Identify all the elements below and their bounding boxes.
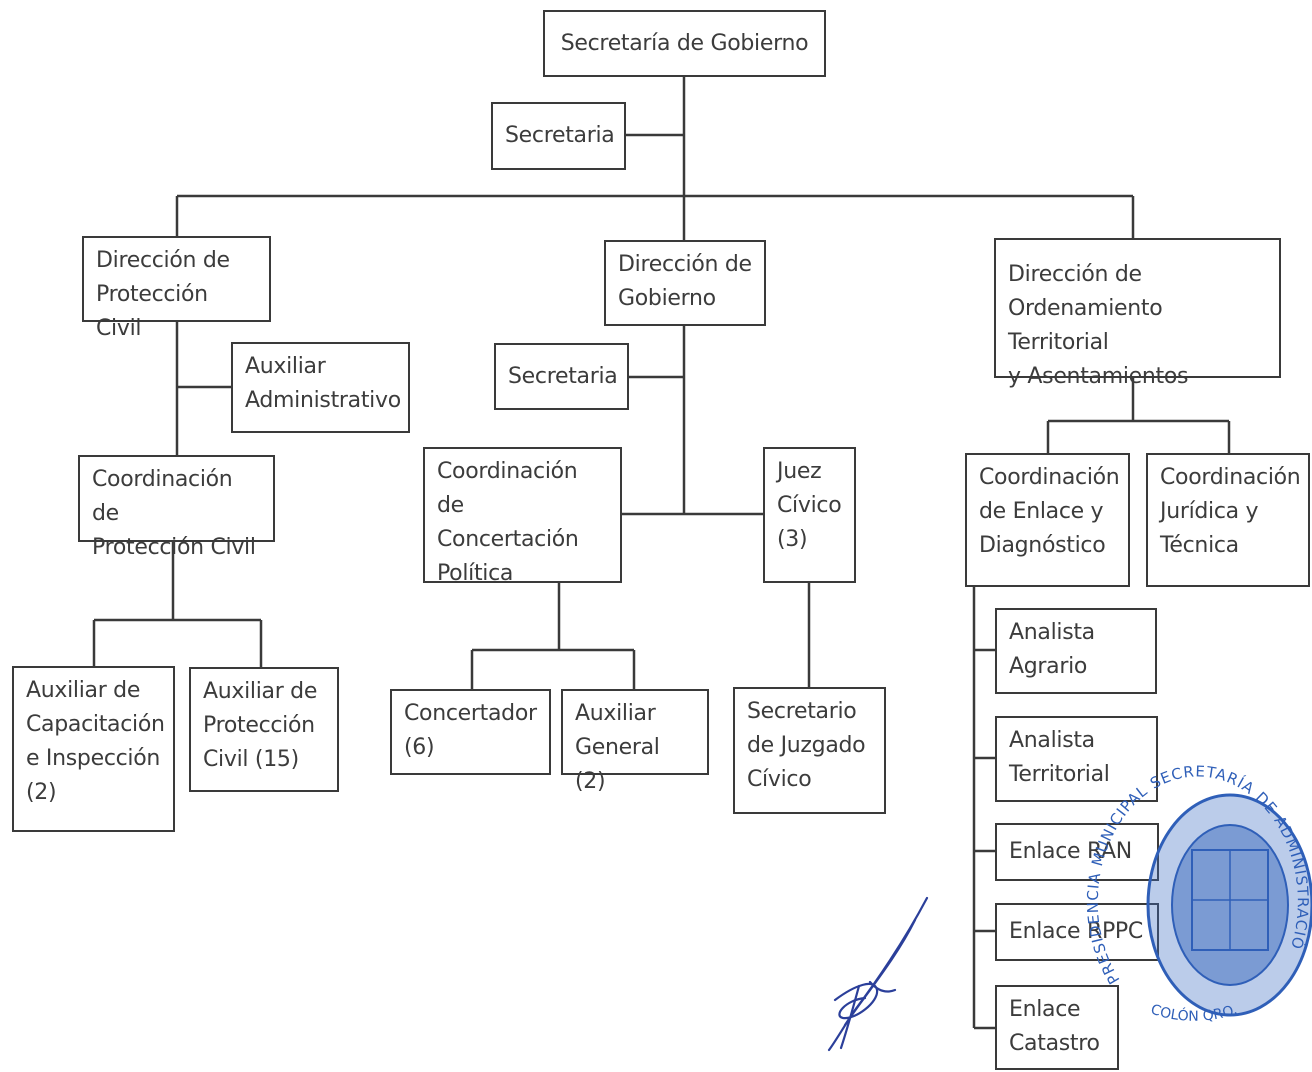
node-auxiliar-proteccion-civil: Auxiliar de Protección Civil (15) [189,667,339,792]
signature-mark [827,896,929,1052]
svg-text:COLÓN QRO.: COLÓN QRO. [1149,1002,1240,1025]
node-analista-agrario: Analista Agrario [995,608,1157,694]
municipal-seal: PRESIDENCIA MUNICIPAL SECRETARÍA DE ADMI… [1080,735,1312,1025]
node-secretario-juzgado: Secretario de Juzgado Cívico [733,687,886,814]
node-enlace-ran: Enlace RAN [995,823,1159,881]
node-auxiliar-administrativo: Auxiliar Administrativo [231,342,410,433]
node-coordinacion-juridica: Coordinación Jurídica y Técnica [1146,453,1310,587]
node-enlace-rppc: Enlace RPPC [995,903,1159,961]
node-secretaria-gobierno: Secretaria [494,343,629,410]
node-direccion-ordenamiento: Dirección de Ordenamiento Territorial y … [994,238,1281,389]
node-coordinacion-concertacion: Coordinación de Concertación Política [423,447,622,586]
node-coordinacion-proteccion-civil: Coordinación de Protección Civil [78,455,275,560]
node-enlace-catastro: Enlace Catastro [995,985,1119,1070]
node-juez-civico: Juez Cívico (3) [763,447,856,583]
node-direccion-gobierno: Dirección de Gobierno [604,240,766,326]
node-coordinacion-enlace: Coordinación de Enlace y Diagnóstico [965,453,1130,587]
node-secretaria-de-gobierno: Secretaría de Gobierno [543,10,826,77]
seal-text-bottom: COLÓN QRO. [1149,1002,1240,1025]
node-analista-territorial: Analista Territorial [995,716,1158,802]
node-concertador: Concertador (6) [390,689,551,775]
node-auxiliar-capacitacion: Auxiliar de Capacitación e Inspección (2… [12,666,175,832]
node-auxiliar-general: Auxiliar General (2) [561,689,709,794]
node-secretaria-top: Secretaria [491,102,626,170]
node-direccion-proteccion-civil: Dirección de Protección Civil [82,236,271,341]
